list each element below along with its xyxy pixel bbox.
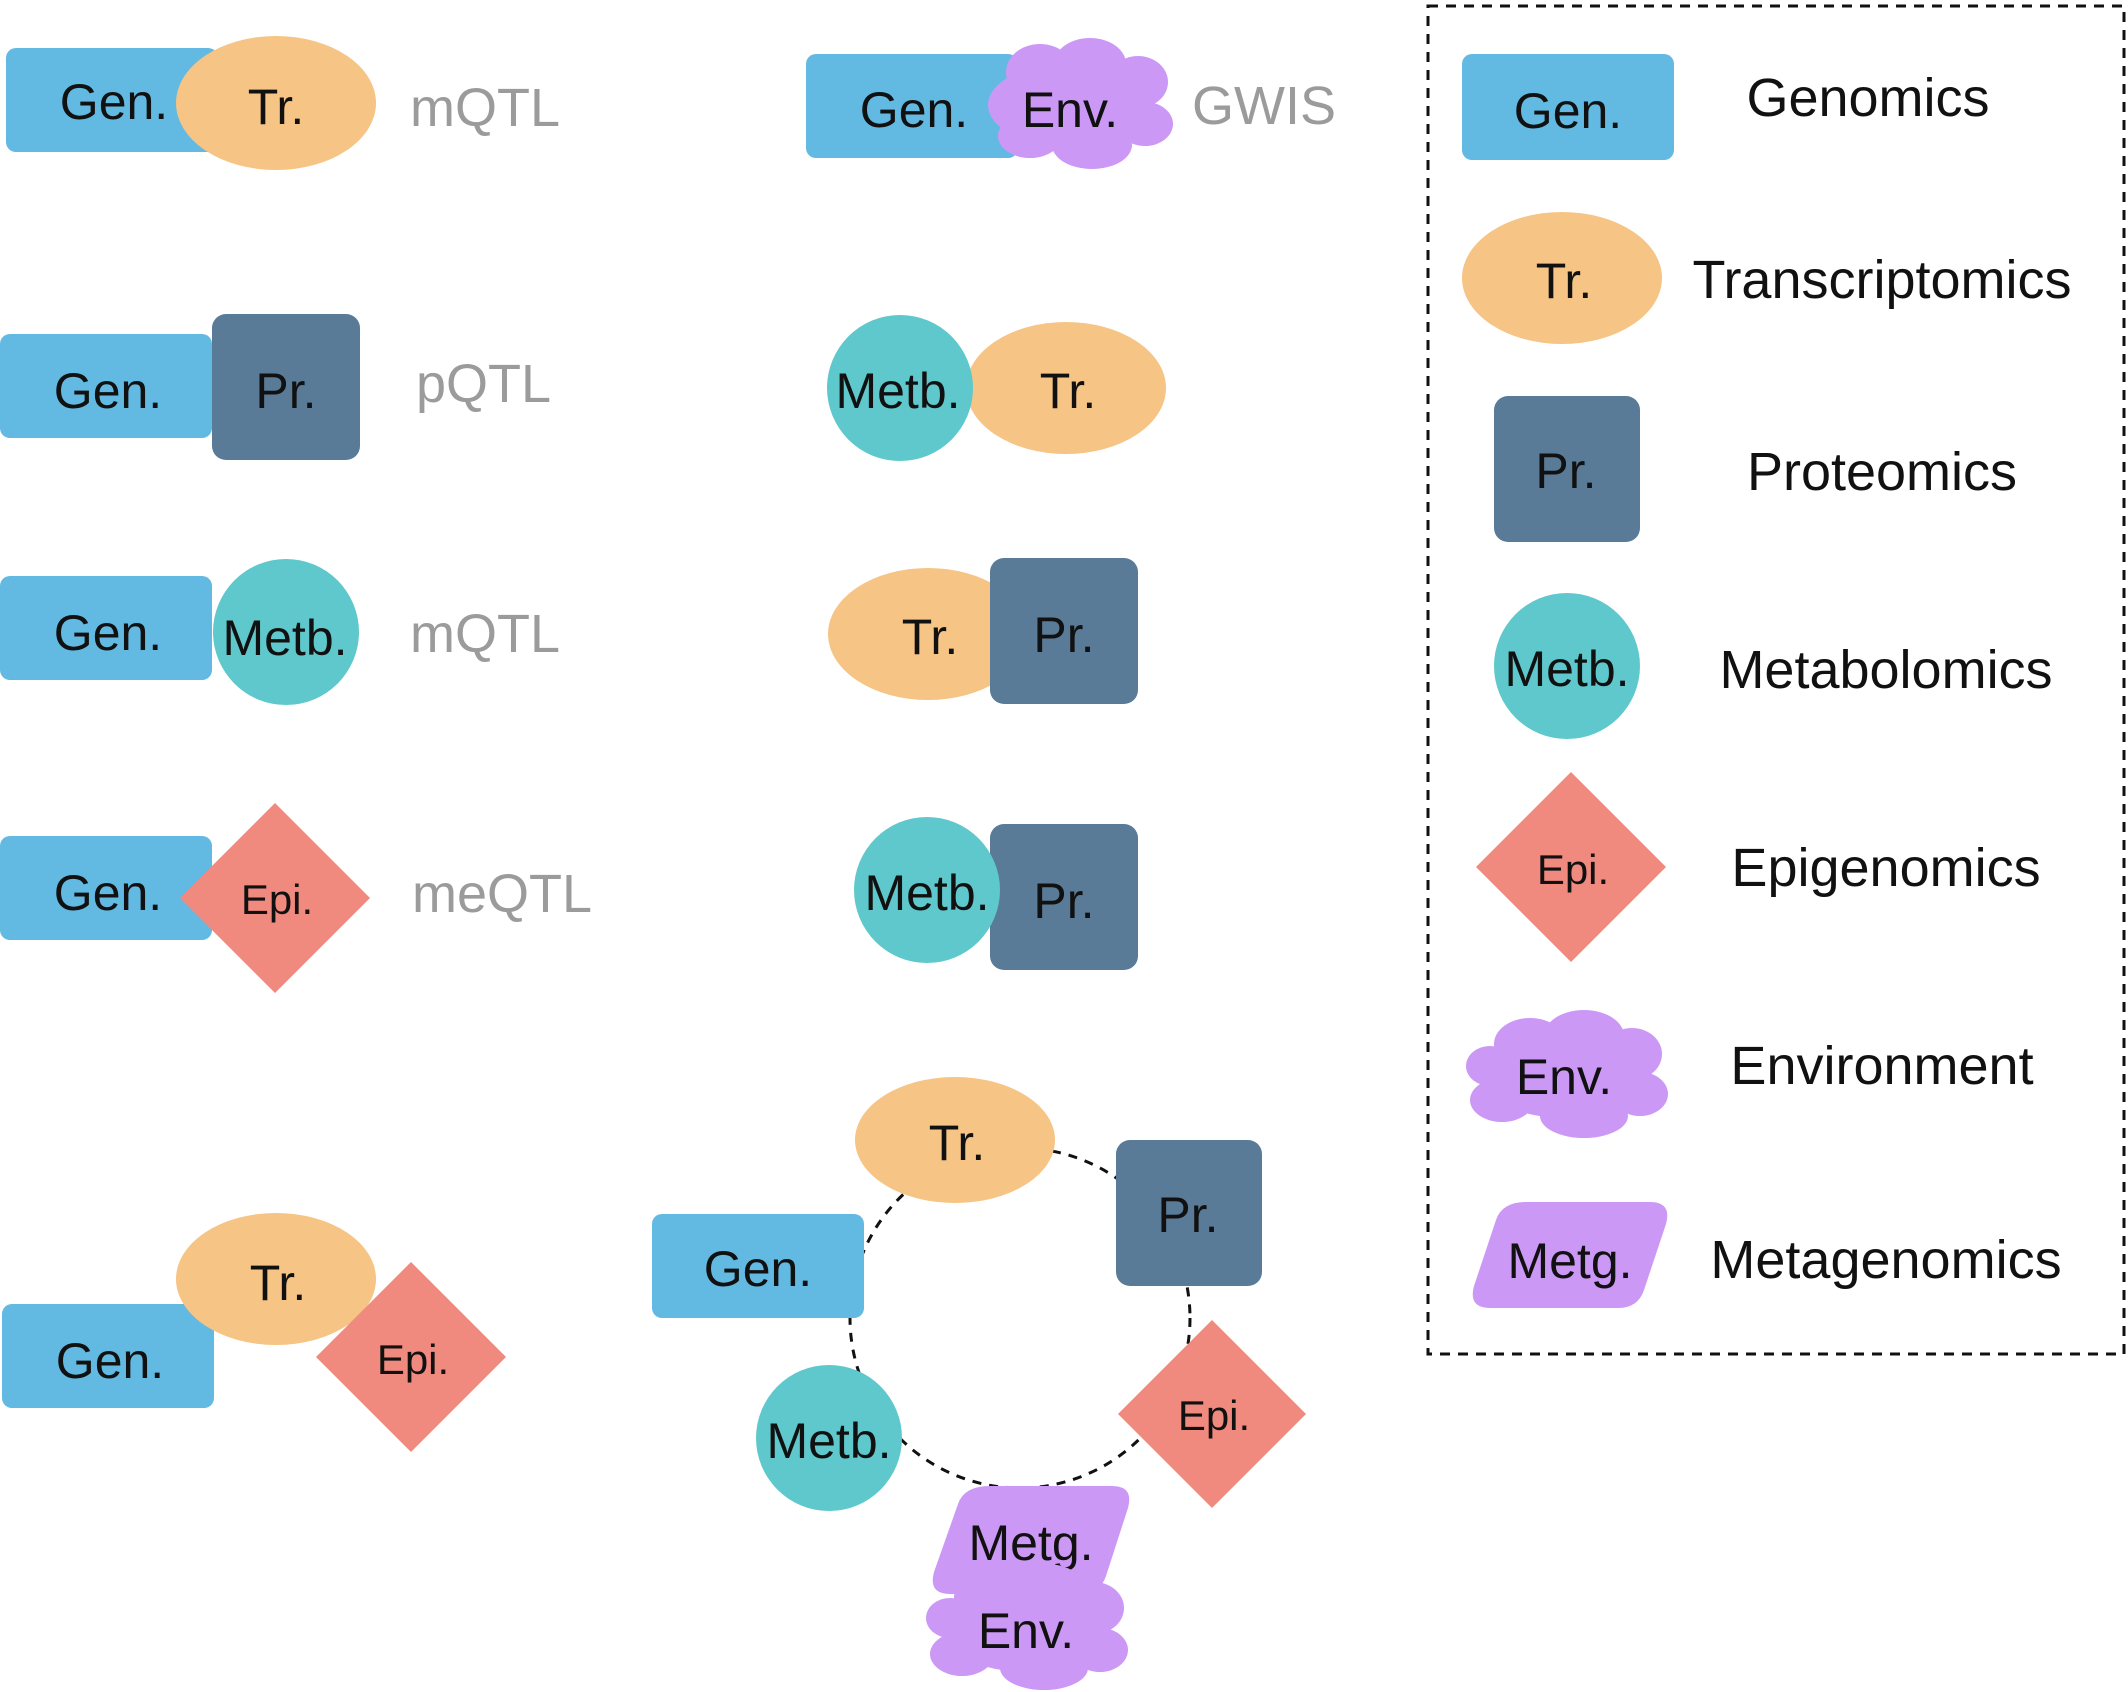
epi-label: Epi. <box>241 876 313 923</box>
environment-cloud-icon <box>1466 1010 1668 1138</box>
metb-label: Metb. <box>835 363 960 419</box>
proteomics-square <box>990 824 1138 970</box>
proteomics-square <box>990 558 1138 704</box>
gen-label: Gen. <box>54 865 162 921</box>
pair-gen-metb: Gen. Metb. mQTL <box>0 559 560 705</box>
metabolomics-circle <box>827 315 973 461</box>
genomics-rect <box>6 48 218 152</box>
metabolomics-circle <box>213 559 359 705</box>
metb-label: Metb. <box>1504 641 1629 697</box>
epigenomics-diamond-icon <box>1476 772 1666 962</box>
tr-label: Tr. <box>250 1255 306 1311</box>
environment-cloud <box>988 38 1173 169</box>
legend-label: Genomics <box>1746 68 1989 128</box>
epigenomics-diamond <box>180 803 370 993</box>
legend-item-epigenomics: Epi. Epigenomics <box>1476 772 2041 962</box>
epi-label: Epi. <box>1178 1392 1250 1439</box>
legend-dashed-border <box>1426 4 2126 1356</box>
triple-gen-tr-epi: Gen. Tr. Epi. <box>2 1213 506 1452</box>
metabolomics-circle <box>854 817 1000 963</box>
legend-item-transcriptomics: Tr. Transcriptomics <box>1462 212 2072 344</box>
transcriptomics-ellipse <box>966 322 1166 454</box>
gen-label: Gen. <box>860 82 968 138</box>
genomics-rect <box>652 1214 864 1318</box>
proteomics-square-icon <box>1494 396 1640 542</box>
pr-label: Pr. <box>1535 443 1596 499</box>
legend-label: Epigenomics <box>1731 838 2040 898</box>
pair-gen-pr: Gen. Pr. pQTL <box>0 314 551 460</box>
environment-cloud <box>926 1564 1128 1690</box>
qtl-label-mqtl: mQTL <box>410 604 560 664</box>
transcriptomics-ellipse-icon <box>1462 212 1662 344</box>
pr-label: Pr. <box>1033 873 1094 929</box>
legend-item-proteomics: Pr. Proteomics <box>1494 396 2017 542</box>
tr-label: Tr. <box>1040 363 1096 419</box>
pair-metb-pr: Metb. Pr. <box>854 817 1138 970</box>
metb-label: Metb. <box>222 610 347 666</box>
legend-label: Environment <box>1730 1036 2033 1096</box>
proteomics-square <box>1116 1140 1262 1286</box>
legend-label: Transcriptomics <box>1692 250 2071 310</box>
gen-label: Gen. <box>54 605 162 661</box>
transcriptomics-ellipse <box>855 1077 1055 1203</box>
pair-metb-tr: Metb. Tr. <box>827 315 1166 461</box>
legend-label: Metagenomics <box>1710 1230 2061 1290</box>
epi-label: Epi. <box>1537 846 1609 893</box>
gen-label: Gen. <box>60 74 168 130</box>
transcriptomics-ellipse <box>176 1213 376 1345</box>
genomics-rect-icon <box>1462 54 1674 160</box>
gen-label: Gen. <box>56 1333 164 1389</box>
legend-item-metagenomics: Metg. Metagenomics <box>1472 1202 2062 1308</box>
metg-label: Metg. <box>1507 1233 1632 1289</box>
qtl-label-gwis: GWIS <box>1192 76 1336 136</box>
pair-gen-epi: Gen. Epi. meQTL <box>0 803 592 993</box>
tr-label: Tr. <box>902 609 958 665</box>
env-label: Env. <box>1516 1049 1612 1105</box>
pr-label: Pr. <box>1033 607 1094 663</box>
metabolomics-circle <box>756 1365 902 1511</box>
epi-label: Epi. <box>377 1336 449 1383</box>
qtl-label-mqtl: mQTL <box>410 78 560 138</box>
metagenomics-parallelogram <box>932 1486 1130 1594</box>
genomics-rect <box>806 54 1018 158</box>
genomics-rect <box>2 1304 214 1408</box>
qtl-label-meqtl: meQTL <box>412 864 592 924</box>
pair-gen-env: Gen. Env. GWIS <box>806 38 1336 169</box>
legend-item-genomics: Gen. Genomics <box>1462 54 1990 160</box>
metg-label: Metg. <box>968 1515 1093 1571</box>
gen-label: Gen. <box>704 1241 812 1297</box>
pair-tr-pr: Tr. Pr. <box>828 558 1138 704</box>
gen-label: Gen. <box>1514 83 1622 139</box>
tr-label: Tr. <box>929 1115 985 1171</box>
env-label: Env. <box>1022 82 1118 138</box>
legend-label: Proteomics <box>1747 442 2017 502</box>
qtl-label-pqtl: pQTL <box>416 354 551 414</box>
tr-label: Tr. <box>248 79 304 135</box>
metabolomics-circle-icon <box>1494 593 1640 739</box>
legend: Gen. Genomics Tr. Transcriptomics Pr. Pr… <box>1426 4 2126 1356</box>
epigenomics-diamond <box>1118 1320 1306 1508</box>
multi-omics-network: Tr. Gen. Pr. Epi. Metb. Metg. Env. <box>652 1077 1306 1690</box>
pr-label: Pr. <box>1157 1187 1218 1243</box>
transcriptomics-ellipse <box>176 36 376 170</box>
pr-label: Pr. <box>255 363 316 419</box>
tr-label: Tr. <box>1536 253 1592 309</box>
metb-label: Metb. <box>766 1413 891 1469</box>
legend-item-metabolomics: Metb. Metabolomics <box>1494 593 2053 739</box>
transcriptomics-ellipse <box>828 568 1028 700</box>
genomics-rect <box>0 576 212 680</box>
metagenomics-parallelogram-icon <box>1472 1202 1668 1308</box>
genomics-rect <box>0 334 212 438</box>
pair-gen-tr: Gen. Tr. mQTL <box>6 36 560 170</box>
legend-label: Metabolomics <box>1719 640 2052 700</box>
legend-item-environment: Env. Environment <box>1466 1010 2034 1138</box>
genomics-rect <box>0 836 212 940</box>
epigenomics-diamond <box>316 1262 506 1452</box>
proteomics-square <box>212 314 360 460</box>
env-label: Env. <box>978 1603 1074 1659</box>
gen-label: Gen. <box>54 363 162 419</box>
metb-label: Metb. <box>864 865 989 921</box>
